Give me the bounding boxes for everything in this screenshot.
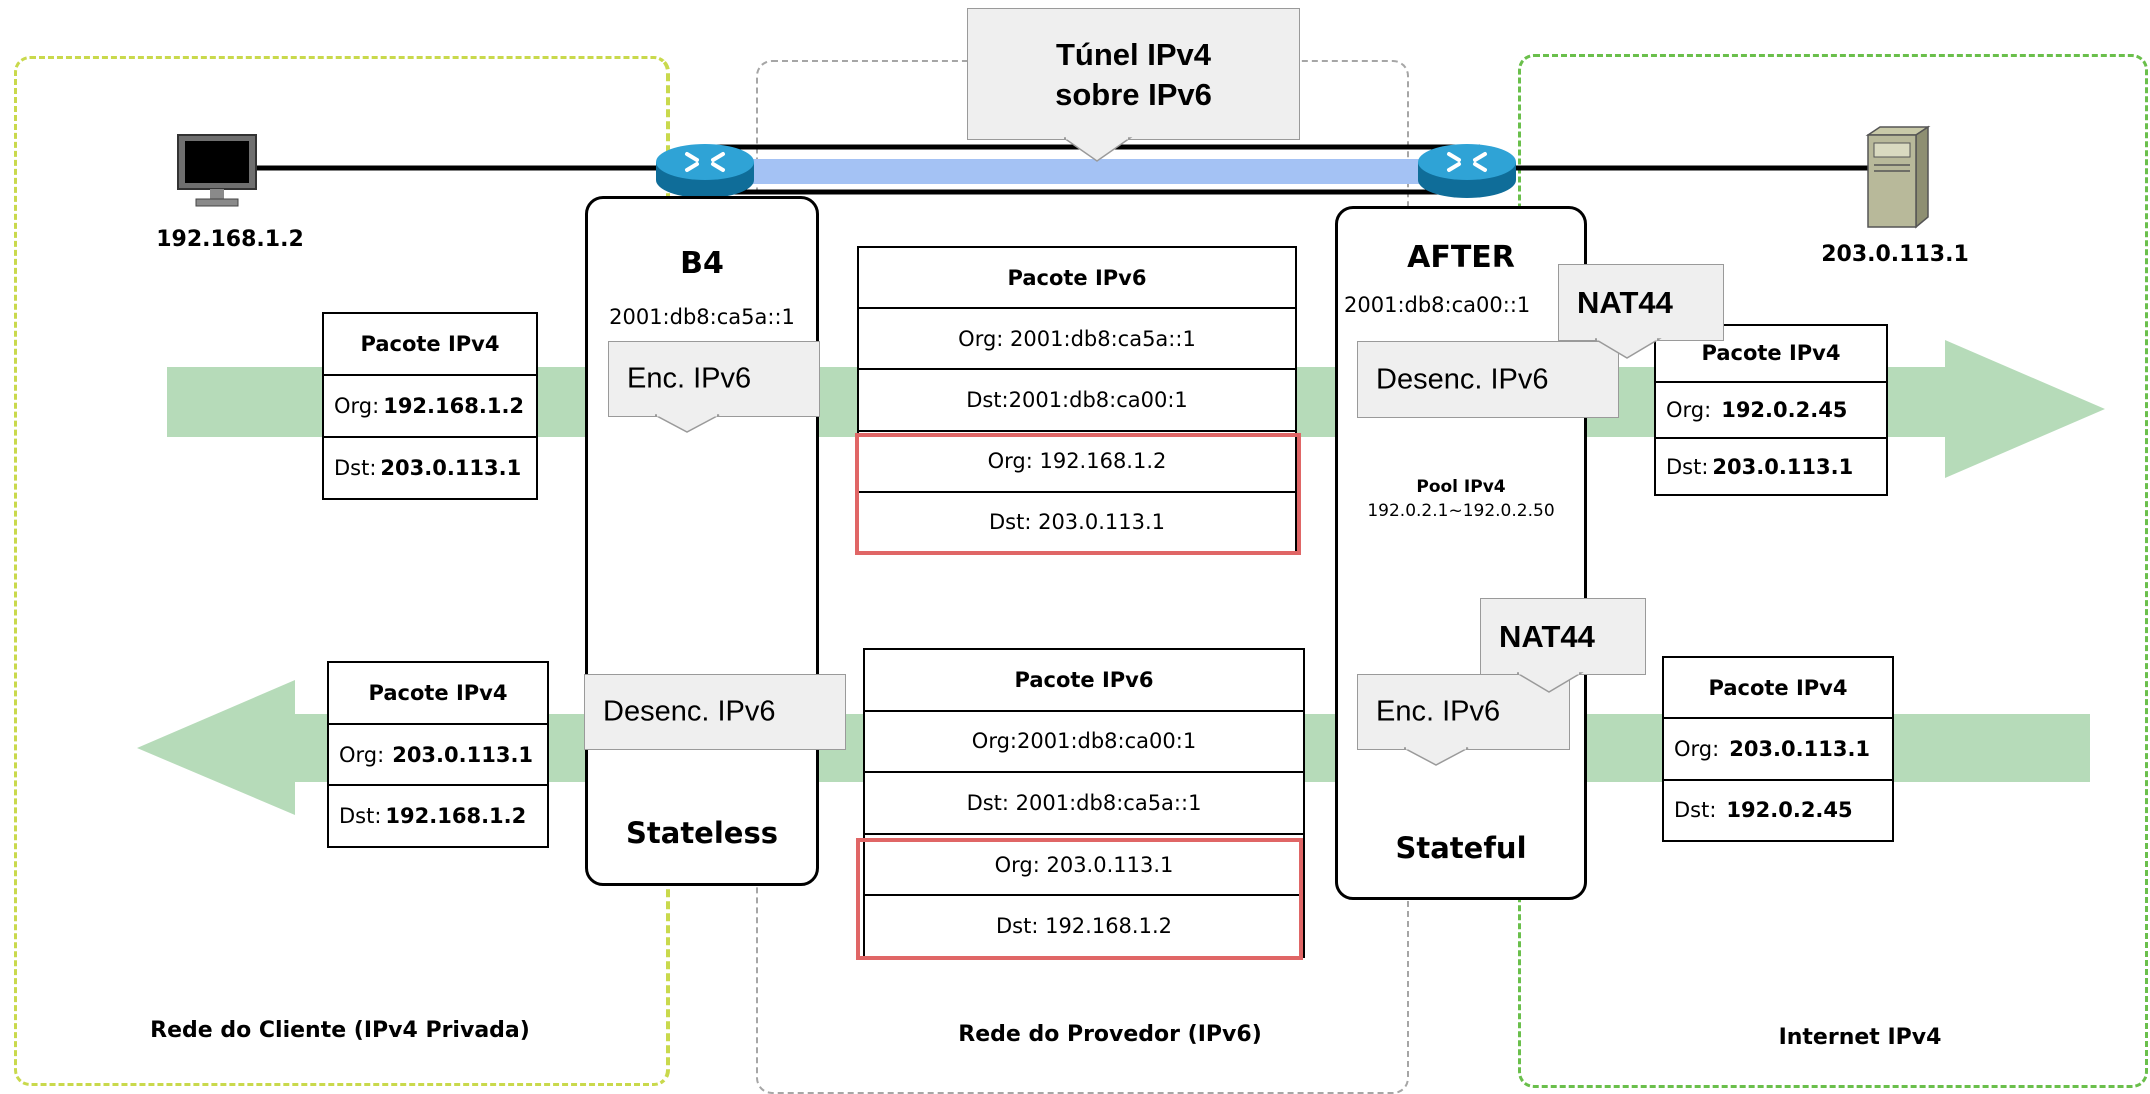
b4-router-icon: [656, 144, 754, 198]
callout-text: Desenc. IPv6: [603, 695, 776, 728]
aftr-address: 2001:db8:ca00::1: [1344, 293, 1531, 317]
client-host-address: 192.168.1.2: [156, 227, 304, 252]
packet-destination: 192.168.1.2: [385, 804, 527, 829]
callout-tail: [1595, 338, 1662, 359]
inner-ipv4-highlight-outbound: [855, 433, 1301, 555]
packet-title: Pacote IPv4: [368, 680, 508, 705]
b4-encapsulate-callout: Enc. IPv6: [608, 341, 820, 433]
internet-label: Internet IPv4: [1778, 1025, 1942, 1050]
tunnel-title-callout: Túnel IPv4 sobre IPv6: [967, 8, 1300, 162]
ipv4-over-ipv6-tunnel: [700, 159, 1480, 184]
callout-tail: [1404, 747, 1469, 766]
callout-text: NAT44: [1499, 618, 1595, 654]
callout-text: Enc. IPv6: [1376, 695, 1501, 728]
inner-ipv4-destination: Dst: 192.168.1.2: [865, 894, 1303, 956]
aftr-router-icon: [1418, 144, 1516, 198]
aftr-pool-title: Pool IPv4: [1416, 477, 1506, 497]
ipv6-destination: Dst: 2001:db8:ca5a::1: [865, 771, 1303, 833]
ipv6-source: Org: 2001:db8:ca5a::1: [859, 307, 1295, 368]
packet-title: Pacote IPv4: [1708, 675, 1848, 700]
ipv6-source: Org:2001:db8:ca00:1: [865, 709, 1303, 772]
aftr-mode: Stateful: [1395, 831, 1527, 865]
nat44-top-callout: NAT44: [1558, 264, 1724, 359]
packet-source: 203.0.113.1: [392, 742, 534, 767]
nat44-bottom-callout: NAT44: [1480, 598, 1646, 693]
b4-mode: Stateless: [626, 816, 778, 850]
aftr-pool-range: 192.0.2.1~192.0.2.50: [1367, 501, 1555, 521]
packet-title: Pacote IPv6: [1007, 265, 1147, 290]
callout-tail: [1517, 672, 1584, 693]
b4-node: B4 2001:db8:ca5a::1 Stateless: [585, 196, 819, 886]
packet-source: 192.168.1.2: [383, 394, 525, 418]
packet-destination: 192.0.2.45: [1726, 798, 1853, 823]
inner-ipv4-source: Org: 203.0.113.1: [865, 832, 1303, 895]
b4-decapsulate-callout: Desenc. IPv6: [584, 674, 846, 750]
inner-ipv4-source: Org: 192.168.1.2: [859, 429, 1295, 491]
callout-text: Enc. IPv6: [627, 362, 752, 395]
packet-title: Pacote IPv4: [1701, 341, 1841, 366]
server-icon: [1865, 125, 1931, 229]
callout-tail: [655, 414, 720, 433]
computer-icon: [177, 134, 257, 207]
tunnel-callout-tail: [1064, 137, 1133, 162]
aftr-title: AFTER: [1407, 240, 1515, 275]
packet-destination: 203.0.113.1: [1712, 454, 1854, 479]
ipv6-outbound-packet: Pacote IPv6 Org: 2001:db8:ca5a::1 Dst:20…: [857, 246, 1297, 554]
ipv6-inbound-packet: Pacote IPv6 Org:2001:db8:ca00:1 Dst: 200…: [863, 648, 1305, 958]
tunnel-title-line-1: Túnel IPv4: [1055, 37, 1212, 72]
server-address: 203.0.113.1: [1821, 242, 1969, 267]
tunnel-title-line-2: sobre IPv6: [1055, 77, 1212, 112]
inner-ipv4-highlight-inbound: [856, 838, 1303, 960]
provider-network-label: Rede do Provedor (IPv6): [958, 1022, 1262, 1047]
aftr-decapsulate-callout: Desenc. IPv6: [1357, 341, 1619, 418]
packet-source: 203.0.113.1: [1729, 736, 1871, 761]
packet-destination: 203.0.113.1: [380, 456, 522, 480]
client-outbound-packet: Pacote IPv4 Org:192.168.1.2 Dst:203.0.11…: [322, 312, 538, 500]
packet-source: 192.0.2.45: [1721, 398, 1848, 422]
inner-ipv4-destination: Dst: 203.0.113.1: [859, 490, 1295, 552]
internet-outbound-packet: Pacote IPv4 Org:192.0.2.45 Dst:203.0.113…: [1654, 324, 1888, 496]
internet-inbound-packet: Pacote IPv4 Org:203.0.113.1 Dst:192.0.2.…: [1662, 656, 1894, 842]
aftr-node: AFTER 2001:db8:ca00::1 Pool IPv4 192.0.2…: [1335, 206, 1587, 900]
aftr-encapsulate-callout: Enc. IPv6: [1357, 674, 1570, 766]
packet-title: Pacote IPv4: [360, 332, 500, 356]
callout-text: NAT44: [1577, 284, 1673, 320]
client-network-label: Rede do Cliente (IPv4 Privada): [150, 1018, 530, 1043]
callout-text: Desenc. IPv6: [1376, 363, 1549, 395]
ipv6-destination: Dst:2001:db8:ca00:1: [859, 368, 1295, 429]
b4-address: 2001:db8:ca5a::1: [609, 305, 795, 329]
client-inbound-packet: Pacote IPv4 Org:203.0.113.1 Dst:192.168.…: [327, 661, 549, 848]
b4-title: B4: [680, 246, 724, 281]
packet-title: Pacote IPv6: [1014, 667, 1154, 692]
